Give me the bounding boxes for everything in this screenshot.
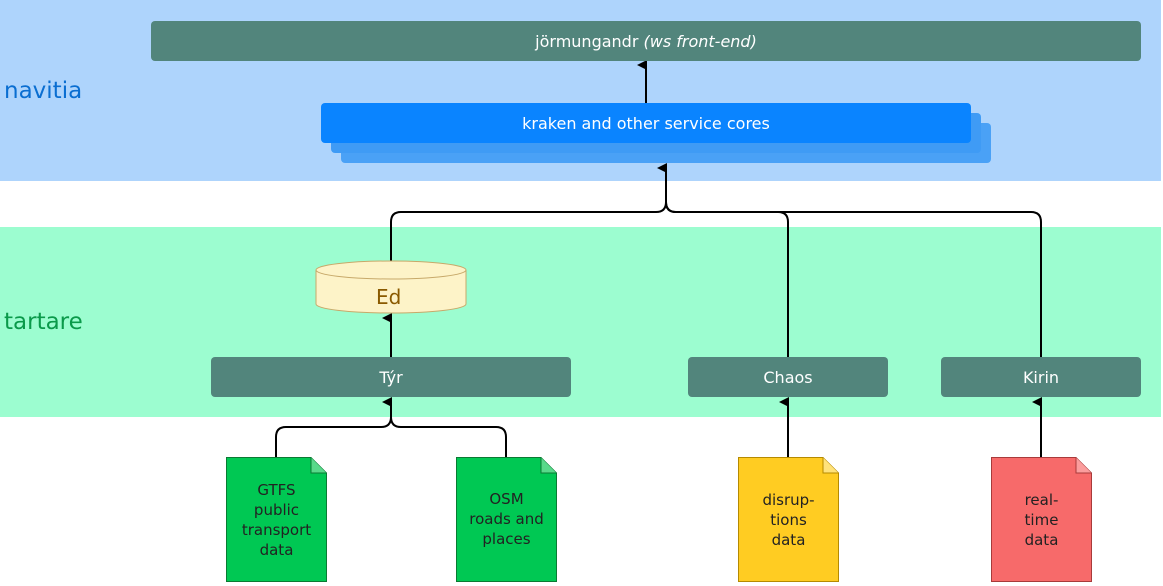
gtfs-label: GTFS public transport data [241, 480, 312, 559]
jormungandr-box: jörmungandr (ws front-end) [151, 21, 1141, 61]
kraken-box: kraken and other service cores [321, 103, 971, 143]
jormungandr-subtitle: (ws front-end) [643, 31, 757, 51]
gtfs-document: GTFS public transport data [226, 457, 327, 582]
disruptions-document: disrup- tions data [738, 457, 839, 582]
ed-database-icon [315, 260, 467, 314]
chaos-label: Chaos [763, 367, 813, 387]
connector-kirin-kraken [665, 201, 1042, 357]
ed-label: Ed [376, 285, 402, 309]
connector-ed-kraken [390, 163, 667, 263]
kirin-box: Kirin [941, 357, 1141, 397]
navitia-layer-label: navitia [4, 78, 83, 104]
kirin-label: Kirin [1022, 367, 1060, 387]
tartare-layer-label: tartare [4, 309, 83, 335]
document-icon [738, 457, 839, 582]
osm-document: OSM roads and places [456, 457, 557, 582]
connector-chaos-kraken [665, 201, 789, 357]
disruptions-label: disrup- tions data [762, 490, 815, 549]
osm-label: OSM roads and places [469, 490, 544, 548]
connector-gtfs-tyr [275, 397, 392, 457]
document-icon [226, 457, 327, 582]
realtime-document: real- time data [991, 457, 1092, 582]
connector-osm-tyr [390, 416, 507, 457]
kraken-label: kraken and other service cores [522, 113, 770, 133]
tyr-label: Týr [379, 367, 403, 387]
realtime-label: real- time data [1024, 490, 1059, 549]
tyr-box: Týr [211, 357, 571, 397]
jormungandr-name: jörmungandr [535, 31, 639, 51]
document-icon [991, 457, 1092, 582]
document-icon [456, 457, 557, 582]
chaos-box: Chaos [688, 357, 888, 397]
